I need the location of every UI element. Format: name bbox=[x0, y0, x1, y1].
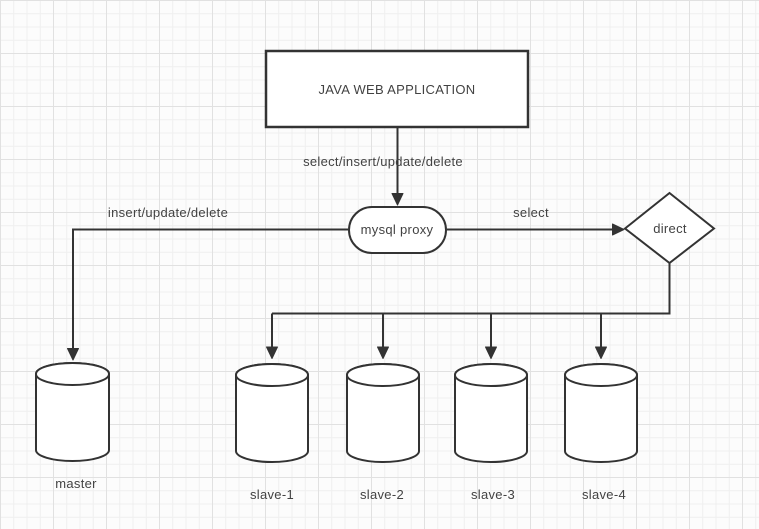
node-label-java-web-application: JAVA WEB APPLICATION bbox=[318, 82, 476, 98]
node-slave-3-db[interactable] bbox=[454, 363, 528, 463]
node-label-master: master bbox=[55, 476, 97, 492]
edge-decision-to-slaves bbox=[266, 263, 671, 359]
edge-proxy-to-decision bbox=[447, 223, 625, 236]
node-slave-1-db[interactable] bbox=[235, 363, 309, 463]
node-label-slave-2: slave-2 bbox=[359, 487, 405, 503]
node-label-direct: direct bbox=[653, 221, 687, 237]
node-label-slave-1: slave-1 bbox=[249, 487, 295, 503]
edge-label-app-to-proxy: select/insert/update/delete bbox=[303, 154, 463, 170]
node-label-slave-3: slave-3 bbox=[470, 487, 516, 503]
edge-proxy-to-master bbox=[67, 228, 348, 361]
node-mysql-proxy[interactable] bbox=[348, 206, 447, 254]
node-java-web-application[interactable] bbox=[264, 49, 530, 129]
edge-label-proxy-to-decision: select bbox=[513, 205, 549, 221]
node-slave-4-db[interactable] bbox=[564, 363, 638, 463]
node-master-db[interactable] bbox=[35, 362, 110, 462]
edge-app-to-proxy bbox=[391, 128, 404, 206]
node-direct-decision[interactable] bbox=[623, 191, 716, 265]
edge-label-proxy-to-master: insert/update/delete bbox=[107, 205, 229, 221]
node-label-slave-4: slave-4 bbox=[581, 487, 627, 503]
node-slave-2-db[interactable] bbox=[346, 363, 420, 463]
node-label-mysql-proxy: mysql proxy bbox=[360, 222, 434, 238]
